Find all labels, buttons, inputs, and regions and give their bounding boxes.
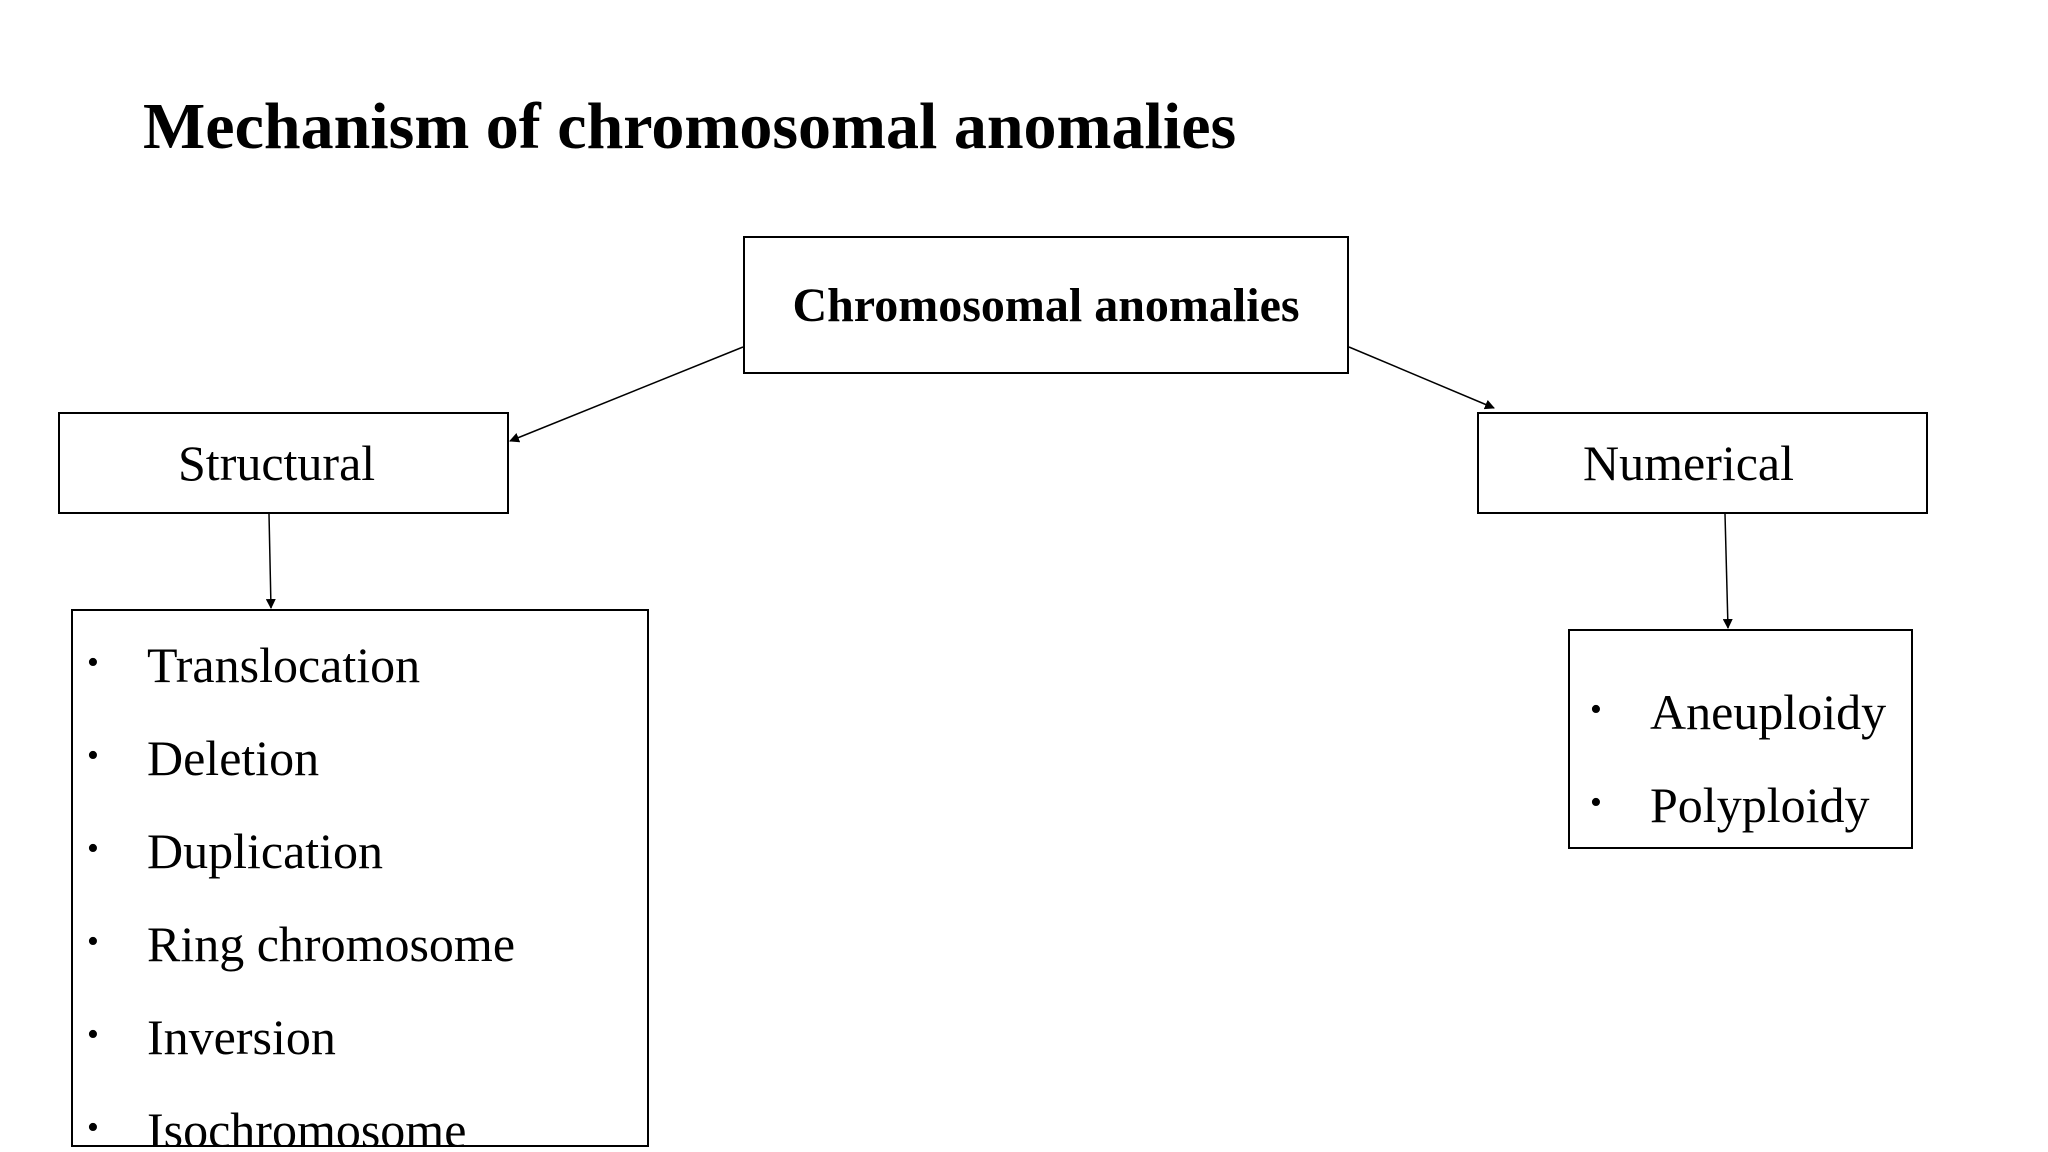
bullet-icon: • (87, 1016, 99, 1053)
list-item-text: Aneuploidy (1650, 684, 1887, 740)
numerical-types-list: • Aneuploidy • Polyploidy (1568, 629, 1913, 849)
structural-types-list: • Translocation • Deletion • Duplication… (71, 609, 649, 1147)
page-title: Mechanism of chromosomal anomalies (143, 90, 1237, 163)
bullet-icon: • (87, 923, 99, 960)
list-item-text: Duplication (147, 823, 384, 879)
bullet-icon: • (1590, 784, 1602, 821)
list-item-text: Ring chromosome (147, 916, 516, 972)
list-item-text: Translocation (147, 637, 421, 693)
root-node-box: Chromosomal anomalies (743, 236, 1349, 374)
bullet-icon: • (87, 737, 99, 774)
list-item-text: Inversion (147, 1009, 336, 1065)
arrow-structural-to-list (265, 513, 276, 609)
bullet-icon: • (1590, 691, 1602, 728)
arrow-root-to-numerical (1348, 346, 1495, 410)
numerical-node-label: Numerical (1583, 435, 1795, 491)
bullet-icon: • (87, 1109, 99, 1146)
list-item-text: Polyploidy (1650, 777, 1870, 833)
structural-node-box: Structural (58, 412, 509, 514)
arrow-root-to-structural (509, 346, 744, 443)
root-node-label: Chromosomal anomalies (792, 278, 1300, 332)
bullet-icon: • (87, 830, 99, 867)
list-item-text: Deletion (147, 730, 320, 786)
list-item-text: Isochromosome (147, 1102, 467, 1147)
arrow-numerical-to-list (1722, 513, 1733, 629)
bullet-icon: • (87, 644, 99, 681)
structural-node-label: Structural (178, 435, 376, 491)
numerical-node-box: Numerical (1477, 412, 1928, 514)
